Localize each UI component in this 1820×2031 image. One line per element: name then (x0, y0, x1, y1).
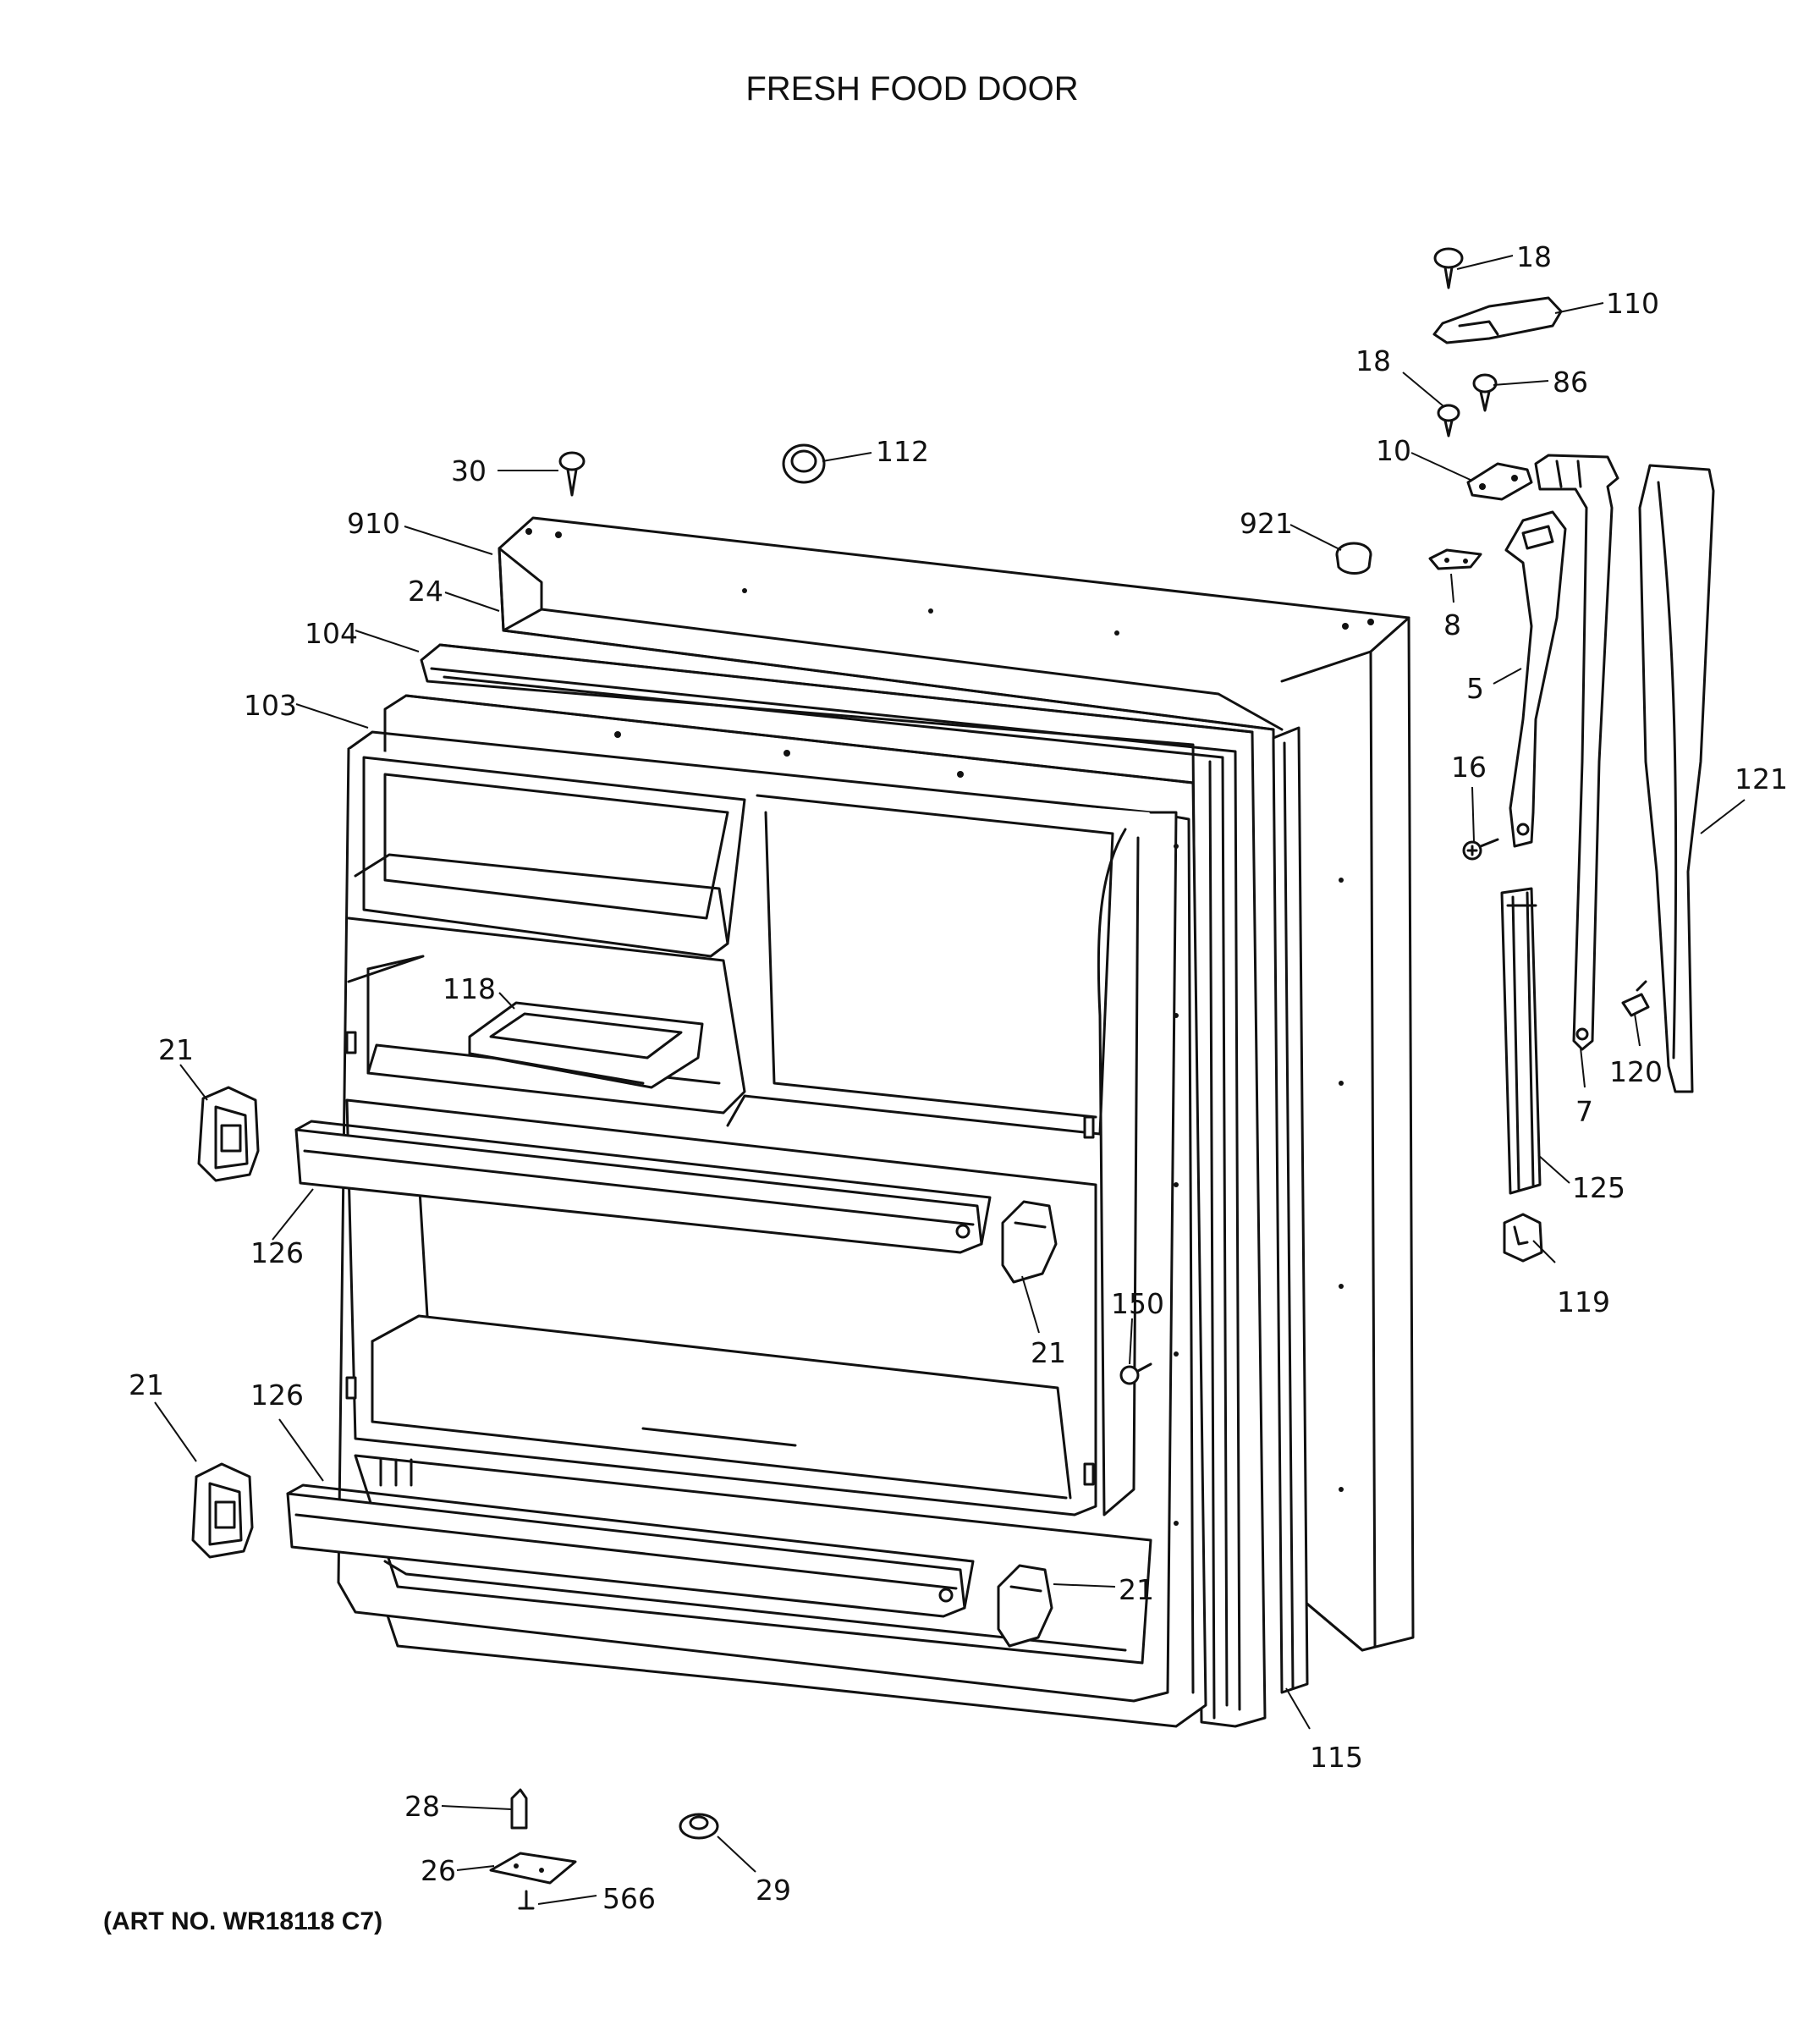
door-gasket (420, 643, 1267, 1728)
callout-125: 125 (1572, 1171, 1625, 1204)
diagram-title: FRESH FOOD DOOR (745, 70, 1078, 107)
callout-150: 150 (1111, 1287, 1164, 1320)
door-handle (1504, 510, 1567, 848)
callout-24: 24 (408, 575, 443, 608)
shelf-bar-lower (286, 1483, 975, 1618)
callout-112: 112 (876, 435, 929, 468)
callout-126-lower: 126 (250, 1379, 304, 1412)
dairy-tray (468, 1001, 704, 1089)
callout-30: 30 (451, 454, 487, 487)
handle-strip (1500, 887, 1542, 1195)
screw-18-mid (1437, 404, 1460, 438)
callout-7: 7 (1575, 1095, 1593, 1128)
screw-86 (1472, 373, 1498, 412)
callout-28: 28 (404, 1790, 440, 1823)
screw-120 (1621, 980, 1650, 1017)
callout-18-top: 18 (1516, 240, 1552, 273)
plate-26 (489, 1852, 577, 1885)
hinge-arm (1534, 454, 1619, 1051)
callout-104: 104 (305, 617, 358, 650)
shelf-end-cap-left-lower (191, 1462, 254, 1559)
plug-29 (679, 1813, 719, 1840)
screw-16 (1462, 838, 1499, 861)
plug-112 (782, 443, 826, 484)
callout-121: 121 (1735, 762, 1788, 795)
handle-end-cap (1503, 1213, 1543, 1263)
callout-103: 103 (244, 689, 297, 722)
hinge-cover (1432, 296, 1563, 344)
screw-30 (558, 451, 586, 497)
callout-5: 5 (1466, 672, 1484, 705)
callout-21-right-lower: 21 (1119, 1573, 1154, 1606)
callout-10: 10 (1376, 434, 1411, 467)
callout-910: 910 (347, 507, 400, 540)
art-number: (ART NO. WR18118 C7) (103, 1907, 382, 1935)
callout-26: 26 (421, 1854, 456, 1887)
callout-21-right-upper: 21 (1031, 1336, 1066, 1369)
shelf-end-cap-right-lower (997, 1564, 1053, 1648)
callout-21-left-lower: 21 (129, 1368, 164, 1401)
callout-16: 16 (1451, 751, 1487, 784)
callout-126-upper: 126 (250, 1236, 304, 1269)
callout-566: 566 (602, 1882, 656, 1915)
outer-door-panel (498, 516, 1415, 1652)
screw-18-top (1433, 247, 1464, 289)
callout-921: 921 (1240, 507, 1293, 540)
hinge-bracket (1466, 462, 1533, 501)
screw-566 (518, 1890, 535, 1910)
callout-120: 120 (1609, 1055, 1663, 1088)
callout-labels: 18 110 18 86 30 112 10 910 921 24 8 104 … (129, 240, 1788, 1915)
shelf-bar-upper (294, 1120, 992, 1254)
callout-110: 110 (1606, 287, 1659, 320)
breaker-strip (1272, 726, 1309, 1694)
callout-119: 119 (1557, 1285, 1610, 1318)
plug-921 (1335, 542, 1372, 575)
leader-lines (154, 255, 1746, 1905)
callout-18-mid: 18 (1355, 344, 1391, 377)
handle-trim (1638, 464, 1715, 1093)
callout-29: 29 (756, 1874, 791, 1907)
callout-118: 118 (443, 972, 496, 1005)
callout-8: 8 (1443, 608, 1461, 641)
screw-150 (1119, 1362, 1152, 1385)
callout-21-left-upper: 21 (158, 1033, 194, 1066)
hinge-pin-plate (1428, 548, 1482, 570)
shelf-end-cap-left-upper (197, 1086, 260, 1182)
shelf-end-cap-right-upper (1001, 1200, 1058, 1284)
callout-115: 115 (1310, 1741, 1363, 1774)
callout-86: 86 (1553, 366, 1588, 399)
pin-28 (510, 1788, 528, 1830)
